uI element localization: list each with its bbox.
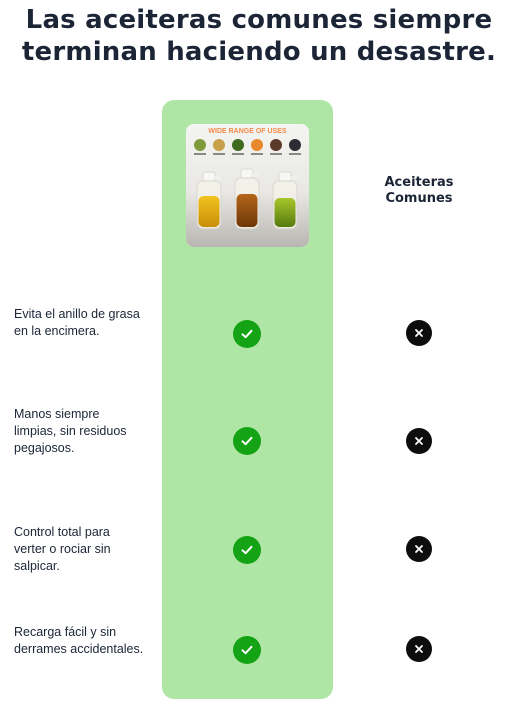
check-icon <box>233 320 261 348</box>
page-title: Las aceiteras comunes siempre terminan h… <box>21 5 497 67</box>
check-icon <box>233 427 261 455</box>
check-icon <box>233 536 261 564</box>
cross-icon <box>406 636 432 662</box>
row-label-total-control: Control total para verter o rociar sin s… <box>14 525 111 573</box>
banner-text: WIDE RANGE OF USES <box>208 128 287 135</box>
competitor-column-header: Aceiteras Comunes <box>384 175 454 206</box>
check-icon <box>233 636 261 664</box>
cross-icon <box>406 536 432 562</box>
row-label-clean-hands: Manos siempre limpias, sin residuos pega… <box>14 407 127 455</box>
cross-icon <box>406 428 432 454</box>
row-label-easy-refill: Recarga fácil y sin derrames accidentale… <box>14 625 144 656</box>
product-image: WIDE RANGE OF USES <box>186 124 309 247</box>
row-label-grease-ring: Evita el anillo de grasa en la encimera. <box>14 307 140 338</box>
cross-icon <box>406 320 432 346</box>
